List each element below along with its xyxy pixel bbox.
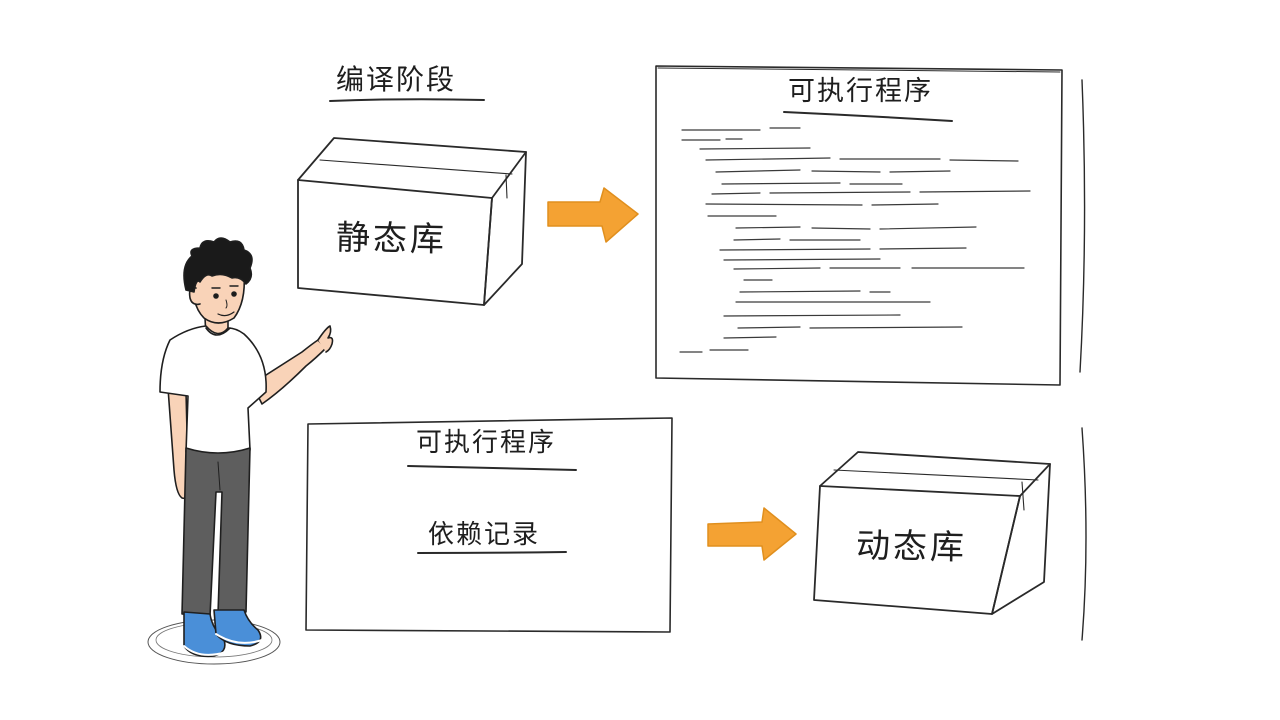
static-lib-box: [297, 137, 527, 306]
dependency-record-label: 依赖记录: [428, 520, 541, 550]
arrow-deps-to-dynamic: [707, 507, 797, 561]
dynamic-lib-label: 动态库: [855, 526, 968, 568]
compile-stage-title: 编译阶段: [336, 63, 457, 96]
executable-bottom-underline: [407, 465, 577, 471]
compile-stage-underline: [329, 98, 485, 102]
executable-document-frame: [655, 65, 1086, 386]
executable-bottom-title: 可执行程序: [416, 428, 557, 458]
code-lines: [679, 127, 1031, 353]
executable-top-title: 可执行程序: [788, 76, 933, 107]
person-illustration: [147, 237, 334, 665]
executable-top-underline: [783, 111, 953, 122]
static-lib-label: 静态库: [335, 218, 448, 260]
dynamic-lib-box: [813, 451, 1051, 615]
arrow-static-to-exec: [547, 187, 639, 243]
dependency-underline: [417, 551, 567, 554]
executable-bottom-frame: [305, 417, 673, 633]
